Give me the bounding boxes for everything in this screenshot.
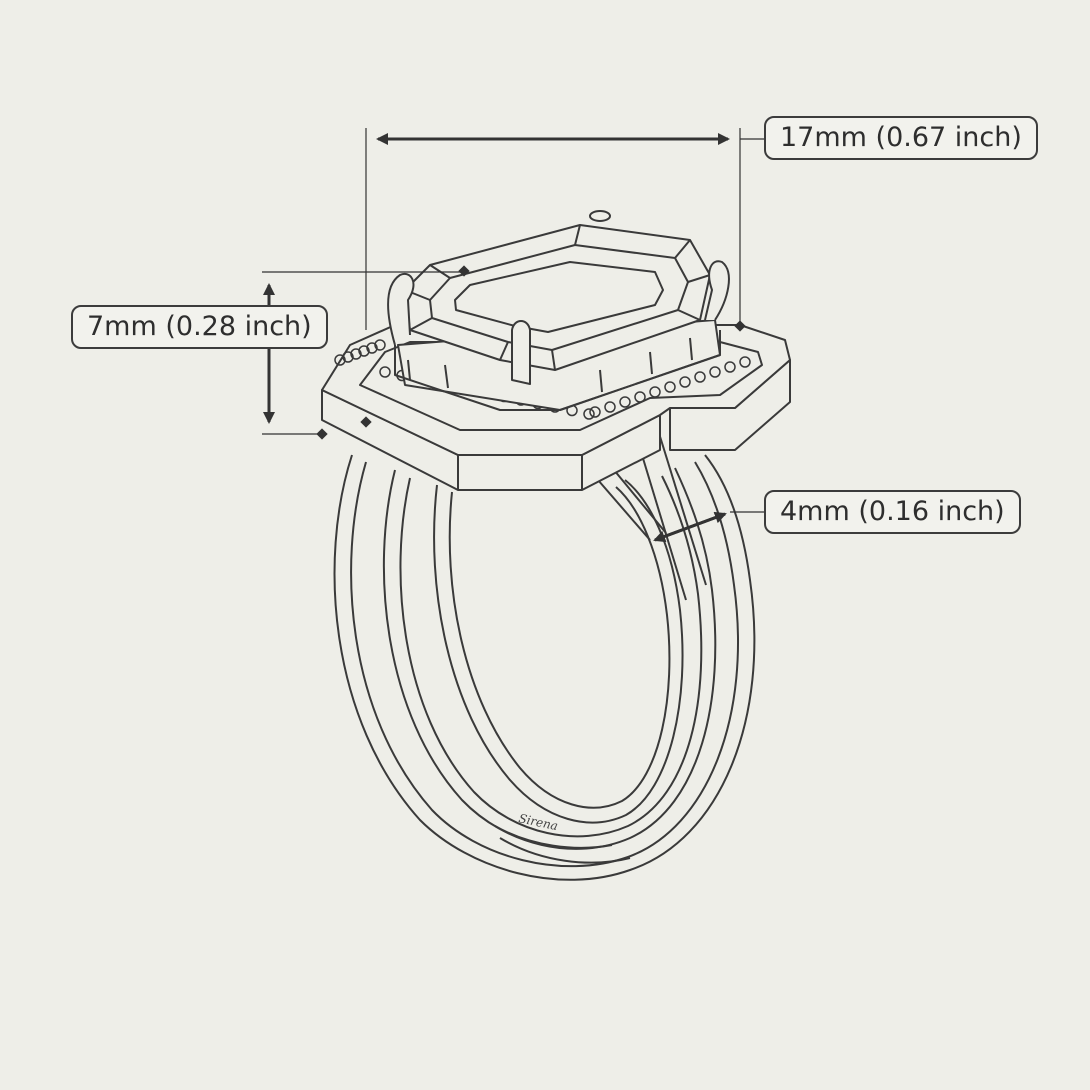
halo-stone (664, 381, 676, 393)
halo-stone (374, 339, 386, 351)
halo-stone (619, 396, 631, 408)
halo-stone (694, 371, 706, 383)
width-dimension-label: 17mm (0.67 inch) (764, 116, 1038, 160)
ring-band (333, 429, 756, 881)
halo-stone (589, 406, 601, 418)
dimension-markers (316, 265, 746, 440)
halo-stone (583, 408, 595, 420)
halo-stone (350, 348, 362, 360)
halo-stone (724, 361, 736, 373)
band-width-dimension-label: 4mm (0.16 inch) (764, 490, 1021, 534)
halo-stone (379, 366, 391, 378)
halo-stone (634, 391, 646, 403)
halo-stone (342, 351, 354, 363)
height-dimension-label: 7mm (0.28 inch) (71, 305, 328, 349)
halo-stone (366, 342, 378, 354)
halo-stone (649, 386, 661, 398)
halo-stone (604, 401, 616, 413)
halo-stone (739, 356, 751, 368)
halo-stone (334, 354, 346, 366)
halo-stone (709, 366, 721, 378)
halo-stone (358, 345, 370, 357)
dimension-lines (262, 128, 764, 543)
halo-stone (679, 376, 691, 388)
